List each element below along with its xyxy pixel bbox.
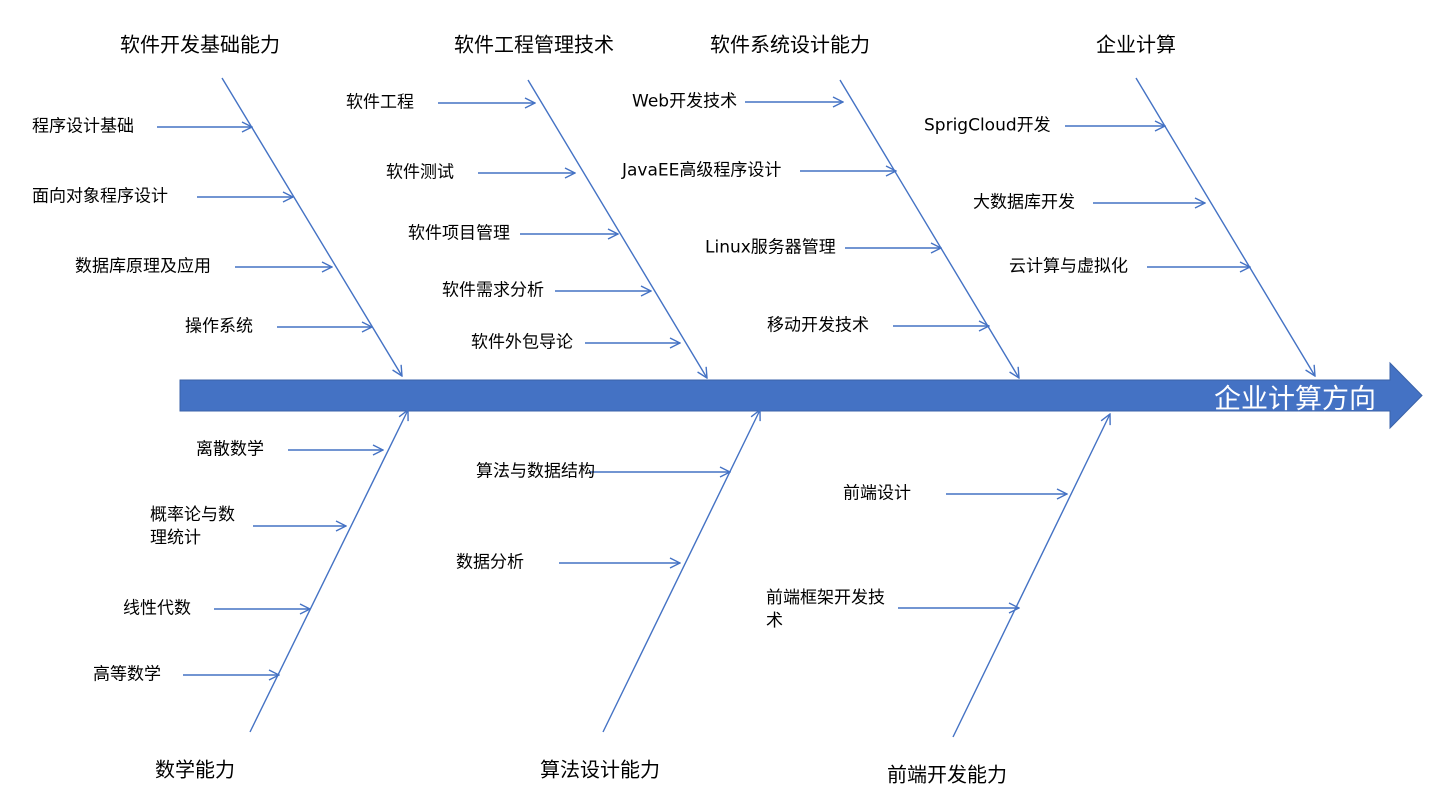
category-title: 算法设计能力 [540, 757, 660, 782]
cause-label: 数据库原理及应用 [75, 256, 211, 277]
cause-label: SprigCloud开发 [924, 115, 1051, 136]
category-bone-arrow [602, 410, 760, 733]
cause-label: 操作系统 [185, 316, 253, 337]
cause-label: 线性代数 [123, 598, 191, 619]
category-title: 软件开发基础能力 [120, 32, 280, 57]
category-bone-arrow [952, 414, 1110, 738]
cause-label: 云计算与虚拟化 [1009, 256, 1128, 277]
cause-label: 算法与数据结构 [476, 461, 595, 482]
category-title: 企业计算 [1096, 32, 1176, 57]
cause-label: 程序设计基础 [32, 116, 134, 137]
category-title: 软件工程管理技术 [454, 32, 614, 57]
cause-label: 软件外包导论 [471, 332, 573, 353]
cause-label: JavaEE高级程序设计 [622, 160, 782, 181]
cause-label: 移动开发技术 [767, 315, 869, 336]
category-title: 数学能力 [155, 757, 235, 782]
spine-label: 企业计算方向 [1214, 384, 1376, 415]
cause-label: 高等数学 [93, 664, 161, 685]
cause-label: 软件项目管理 [408, 223, 510, 244]
cause-label: 软件需求分析 [442, 280, 544, 301]
category-title: 软件系统设计能力 [710, 32, 870, 57]
cause-label: Web开发技术 [632, 91, 738, 112]
cause-label: 软件测试 [386, 162, 454, 183]
cause-label: 概率论与数理统计 [150, 505, 235, 548]
cause-label: 离散数学 [196, 439, 264, 460]
category-title: 前端开发能力 [887, 762, 1007, 787]
cause-label: 大数据库开发 [973, 192, 1075, 213]
cause-label: 前端框架开发技术 [766, 588, 885, 631]
category-bone-arrow [1135, 77, 1315, 376]
cause-label: 数据分析 [456, 552, 524, 573]
category-bone-arrow [249, 410, 408, 733]
cause-label: 软件工程 [346, 92, 414, 113]
main-spine-arrow [179, 361, 1423, 430]
cause-label: Linux服务器管理 [705, 237, 836, 258]
cause-label: 前端设计 [843, 483, 911, 504]
cause-label: 面向对象程序设计 [32, 186, 168, 207]
